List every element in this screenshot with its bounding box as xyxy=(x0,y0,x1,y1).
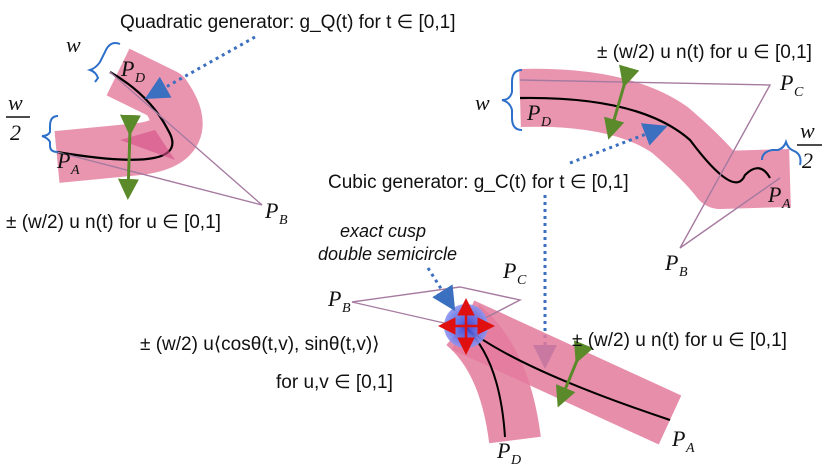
svg-text:B: B xyxy=(679,265,688,280)
svg-text:P: P xyxy=(502,258,516,283)
offset-label-left: ± (w/2) u n(t) for u ∈ [0,1] xyxy=(6,212,221,233)
cubic-point-pa: P A xyxy=(767,182,791,212)
svg-text:P: P xyxy=(767,182,781,207)
quadratic-stroke-group xyxy=(41,42,263,206)
svg-text:w: w xyxy=(8,90,23,115)
quad-w-label: w xyxy=(66,32,81,57)
cusp-stroke-group xyxy=(351,286,682,445)
svg-text:P: P xyxy=(120,56,134,81)
quad-point-pa: P A xyxy=(56,148,80,178)
svg-text:A: A xyxy=(685,441,695,456)
svg-text:P: P xyxy=(664,250,678,275)
cusp-point-pc: P C xyxy=(502,258,527,288)
svg-text:P: P xyxy=(526,100,540,125)
cubic-control-polygon xyxy=(519,79,781,249)
cubic-offset-arrow xyxy=(604,64,640,140)
cubic-point-pd: P D xyxy=(526,100,551,130)
cubic-w-label: w xyxy=(475,90,490,115)
svg-text:A: A xyxy=(70,163,80,178)
quad-point-pd: P D xyxy=(120,56,145,86)
svg-text:2: 2 xyxy=(802,148,813,173)
quad-label-pointer xyxy=(144,35,256,99)
cubic-point-pc: P C xyxy=(779,70,804,100)
svg-text:P: P xyxy=(264,198,278,223)
svg-text:P: P xyxy=(671,426,685,451)
svg-text:w: w xyxy=(800,118,815,143)
cubic-centerline xyxy=(519,96,771,184)
svg-text:D: D xyxy=(134,71,145,86)
quad-brace-w xyxy=(86,42,121,83)
cusp-range-label: for u,v ∈ [0,1] xyxy=(276,372,393,393)
svg-text:P: P xyxy=(496,438,510,463)
cubic-brace-half xyxy=(761,138,802,166)
cubic-stroke-group xyxy=(501,64,802,249)
cusp-label-pointer xyxy=(426,267,456,312)
cubic-generator-label: Cubic generator: g_C(t) for t ∈ [0,1] xyxy=(328,172,629,193)
double-semicircle-label: double semicircle xyxy=(318,244,457,264)
svg-text:D: D xyxy=(540,115,551,130)
cusp-formula-label: ± (w/2) u⟨cosθ(t,v), sinθ(t,v)⟩ xyxy=(140,334,380,355)
svg-text:B: B xyxy=(342,301,351,316)
svg-text:A: A xyxy=(781,197,791,212)
svg-text:C: C xyxy=(517,273,527,288)
cusp-point-pb: P B xyxy=(327,286,351,316)
cubic-stroke-band xyxy=(519,68,791,209)
cubic-point-pb: P B xyxy=(664,250,688,280)
offset-label-top: ± (w/2) u n(t) for u ∈ [0,1] xyxy=(597,42,812,63)
cusp-control-polygon xyxy=(351,286,523,329)
exact-cusp-label: exact cusp xyxy=(340,221,426,241)
svg-text:2: 2 xyxy=(10,120,21,145)
cubic-half-w-fraction: w 2 xyxy=(797,118,822,173)
offset-label-bottom: ± (w/2) u n(t) for u ∈ [0,1] xyxy=(572,330,787,351)
quad-point-pb: P B xyxy=(264,198,288,228)
svg-text:B: B xyxy=(279,213,288,228)
quad-generator-label: Quadratic generator: g_Q(t) for t ∈ [0,1… xyxy=(120,12,455,33)
quad-half-w-fraction: w 2 xyxy=(6,90,30,145)
svg-text:C: C xyxy=(794,85,804,100)
cubic-brace-w xyxy=(501,69,523,131)
cusp-offset-arrow xyxy=(555,340,594,408)
svg-text:D: D xyxy=(510,453,521,467)
svg-text:P: P xyxy=(327,286,341,311)
cusp-point-pd: P D xyxy=(496,438,521,467)
quad-offset-arrow xyxy=(117,114,141,200)
svg-text:P: P xyxy=(56,148,70,173)
svg-text:P: P xyxy=(779,70,793,95)
cusp-point-pa: P A xyxy=(671,426,695,456)
quad-brace-half xyxy=(41,115,59,153)
cubic-label-pointer-up xyxy=(569,123,668,165)
